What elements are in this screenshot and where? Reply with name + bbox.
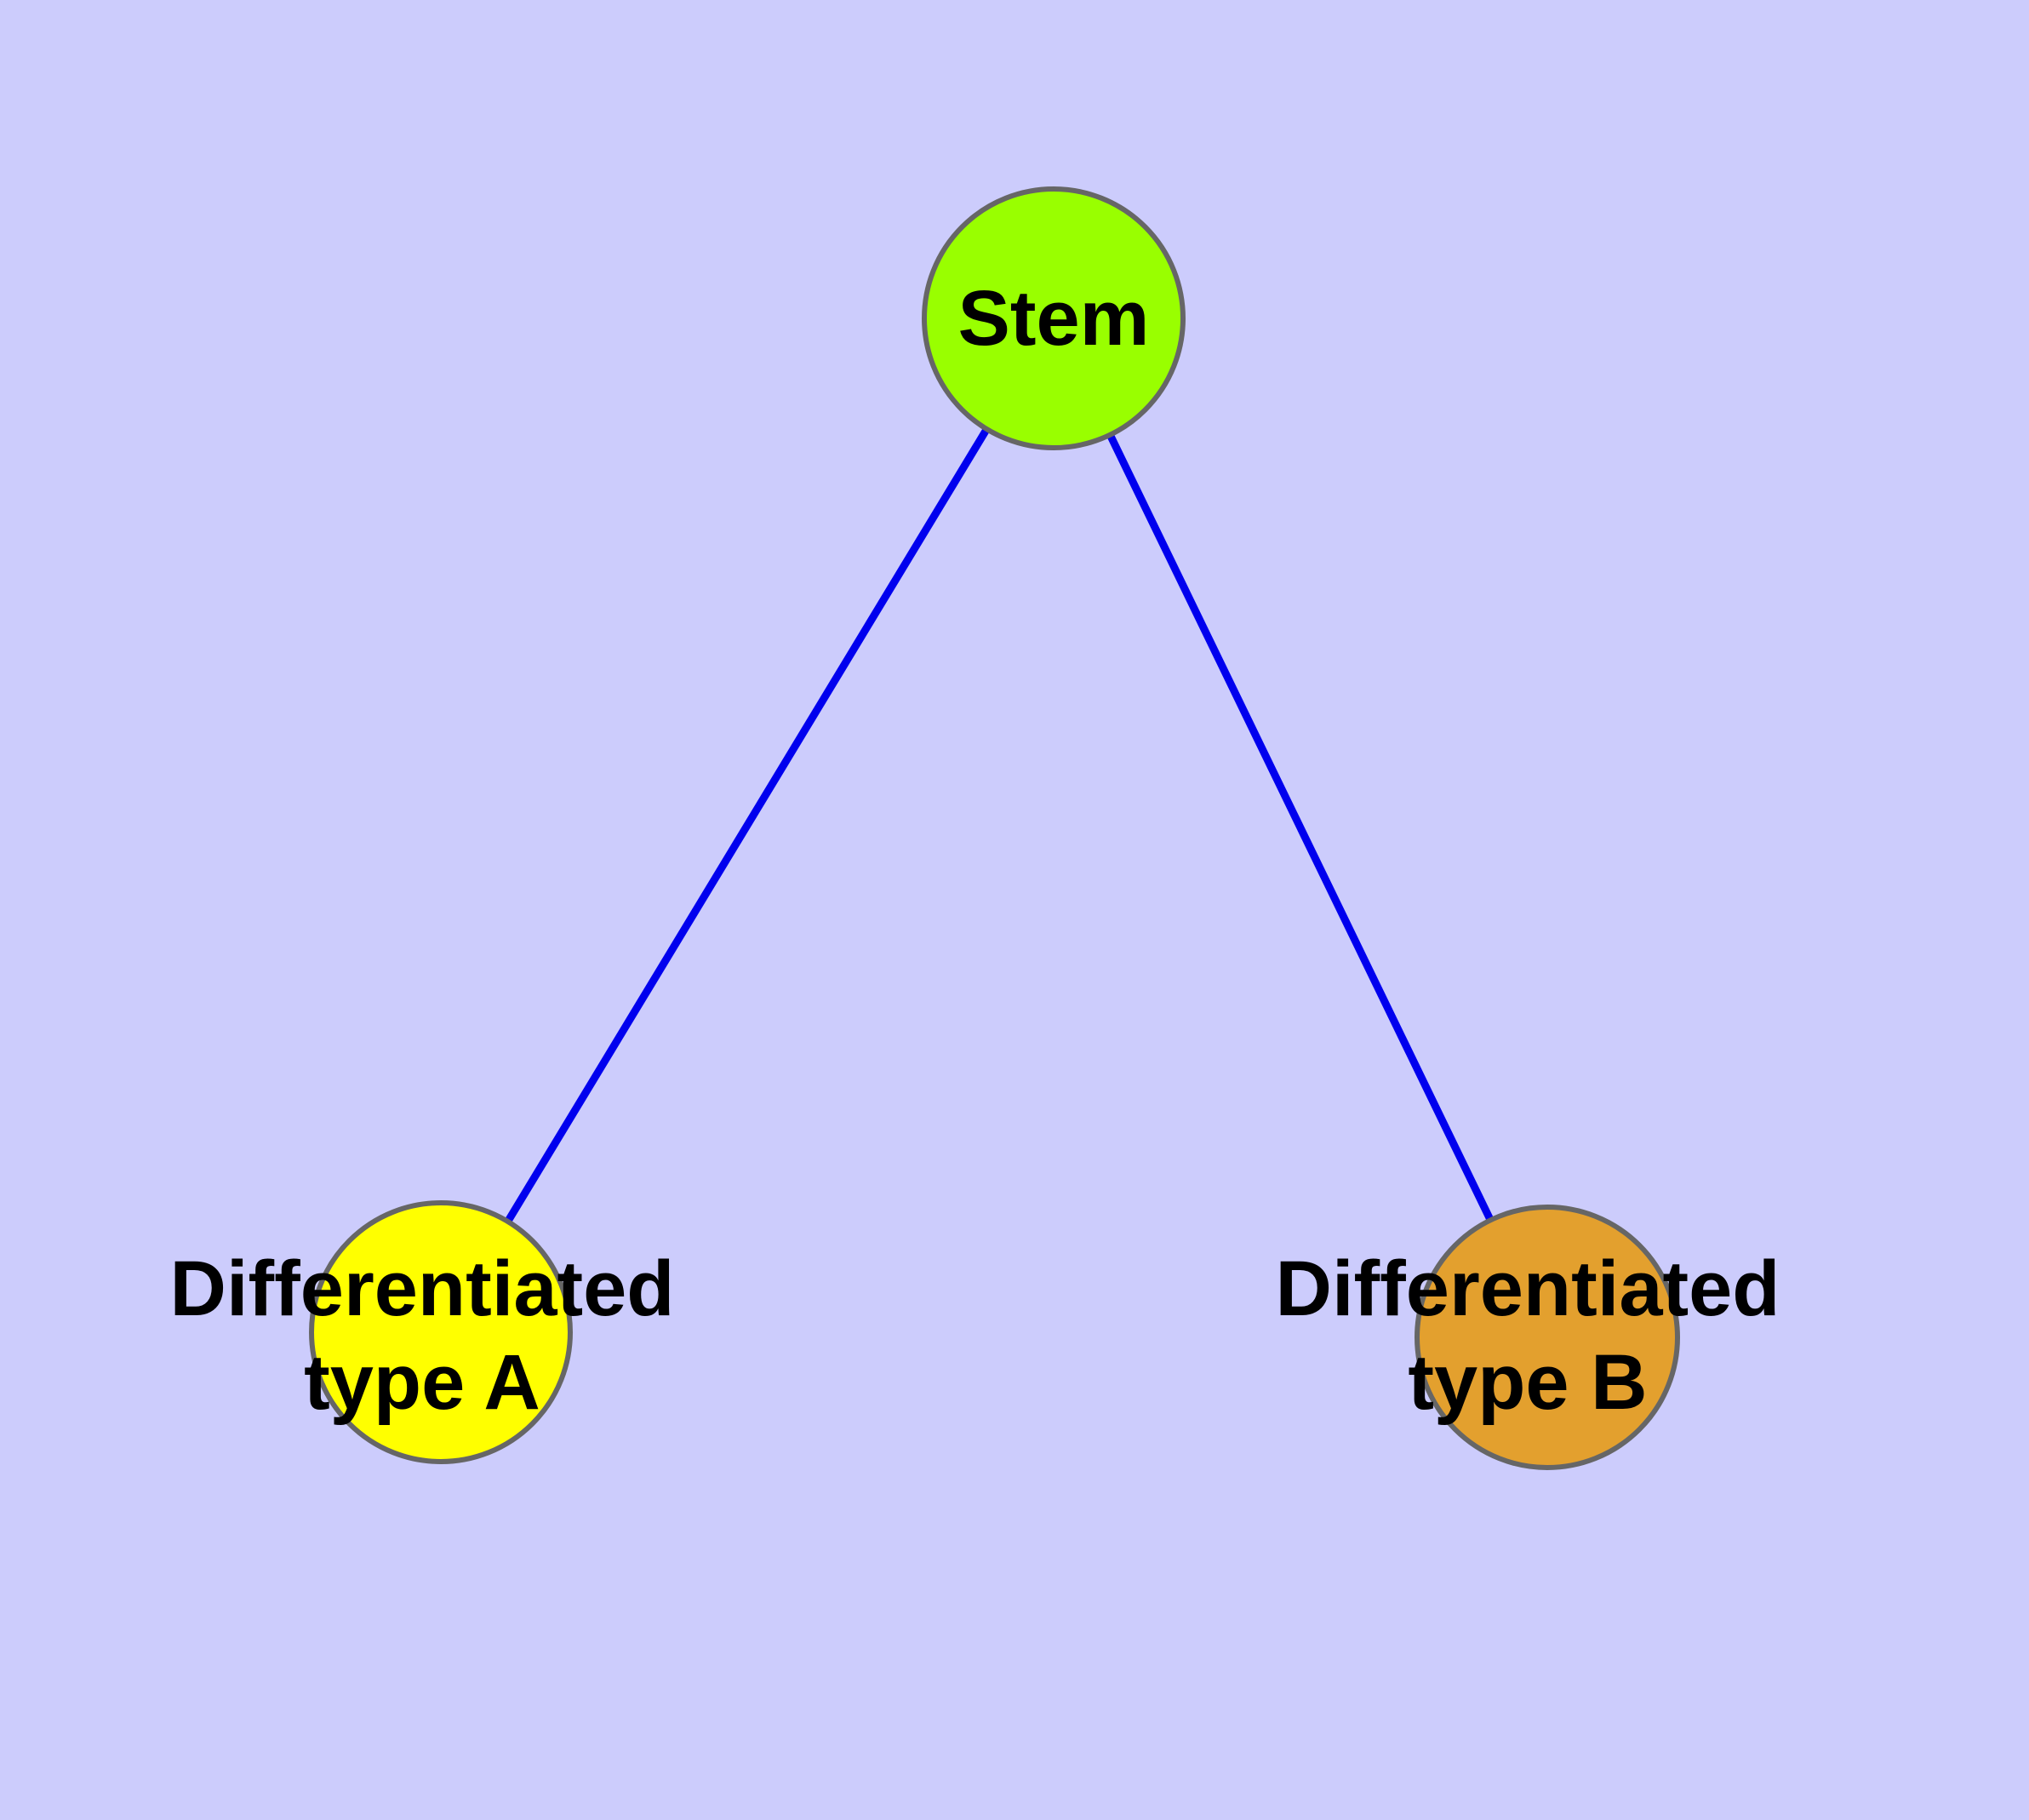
edge-layer xyxy=(437,316,1552,1339)
node-differentiated-type-b-circle[interactable] xyxy=(1415,1205,1680,1470)
edge-stem-to-differentiated-type-b[interactable] xyxy=(1049,317,1552,1339)
node-stem-circle[interactable] xyxy=(922,186,1186,450)
node-label-line: Stem xyxy=(958,275,1150,362)
node-label-line: Differentiated xyxy=(1276,1245,1780,1332)
node-label-line: type B xyxy=(1408,1339,1647,1426)
node-label-line: type A xyxy=(304,1339,540,1426)
node-circle-layer xyxy=(309,186,1680,1470)
node-label-line: Differentiated xyxy=(170,1245,675,1332)
edge-stem-to-differentiated-type-a[interactable] xyxy=(437,316,1057,1335)
node-stem-label: Stem xyxy=(958,275,1150,362)
node-differentiated-type-a-circle[interactable] xyxy=(309,1200,573,1464)
